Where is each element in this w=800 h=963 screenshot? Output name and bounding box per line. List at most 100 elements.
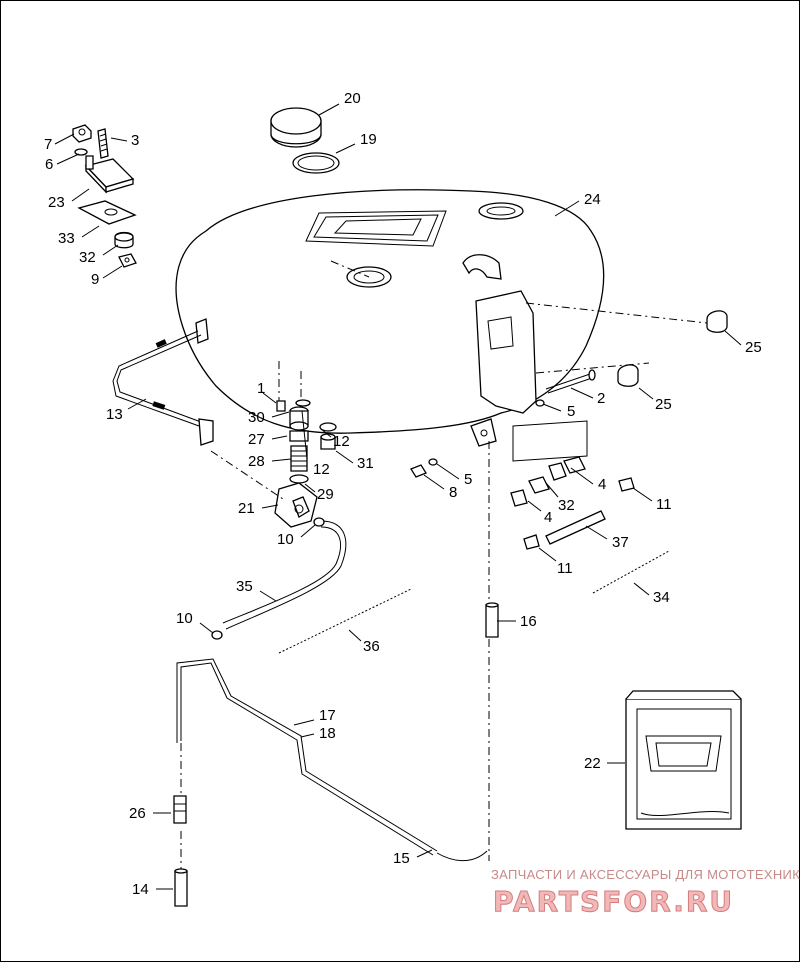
callout-leader-c31 — [335, 450, 354, 464]
callout-leader-c13 — [127, 398, 147, 410]
callout-label-c12b: 12 — [313, 461, 330, 478]
callout-label-c37: 37 — [612, 534, 629, 551]
callout-leader-c5a — [542, 403, 562, 412]
callout-label-c36: 36 — [363, 638, 380, 655]
fitting-26 — [173, 795, 187, 824]
callout-leader-c36 — [348, 629, 362, 642]
fuel-line — [211, 517, 347, 640]
callout-leader-c11b — [538, 547, 557, 562]
callout-leaders — [54, 103, 742, 890]
callout-label-c19: 19 — [360, 131, 377, 148]
callout-label-c5a: 5 — [567, 403, 575, 420]
callout-label-c22: 22 — [584, 755, 601, 772]
callout-leader-c7 — [54, 133, 75, 145]
callout-leader-c33 — [81, 225, 100, 238]
callout-leader-c34 — [633, 582, 650, 596]
callout-leader-c35 — [259, 590, 277, 602]
callout-label-c4a: 4 — [598, 476, 606, 493]
callout-leader-c18 — [300, 733, 315, 738]
callout-label-c10b: 10 — [176, 610, 193, 627]
callout-label-c32b: 32 — [558, 497, 575, 514]
vent-line — [112, 318, 214, 446]
right-hardware — [410, 310, 728, 550]
callout-label-c25b: 25 — [655, 396, 672, 413]
callout-leader-c25a — [724, 330, 742, 346]
callout-leader-c2 — [570, 387, 594, 399]
callout-leader-c5b — [436, 463, 460, 480]
callout-label-c13: 13 — [106, 406, 123, 423]
callout-label-c18: 18 — [319, 725, 336, 742]
spring-sleeve-34 — [592, 550, 670, 594]
callout-leader-c28 — [271, 458, 292, 462]
callout-label-c6: 6 — [45, 156, 53, 173]
callout-label-c20: 20 — [344, 90, 361, 107]
callout-leader-c8 — [423, 474, 445, 490]
filler-cap — [270, 107, 322, 148]
callout-leader-c29 — [304, 483, 316, 493]
callout-label-c32a: 32 — [79, 249, 96, 266]
callout-leader-c37 — [585, 525, 608, 540]
callout-label-c29: 29 — [317, 486, 334, 503]
callout-label-c4b: 4 — [544, 509, 552, 526]
callout-leader-c4a — [570, 467, 594, 485]
callout-leader-c3 — [110, 137, 128, 142]
callout-label-c11a: 11 — [656, 496, 672, 513]
callout-leader-c1 — [262, 392, 277, 404]
callout-label-c3: 3 — [131, 132, 139, 149]
callout-leader-c21 — [261, 504, 279, 509]
fuel-rod — [176, 658, 488, 862]
callout-leader-c23 — [71, 188, 90, 202]
callout-leader-c32a — [102, 244, 119, 256]
callout-label-c12a: 12 — [333, 433, 350, 450]
callout-leader-c32b — [545, 482, 559, 498]
callout-label-c21: 21 — [238, 500, 255, 517]
watermark: ЗАПЧАСТИ И АКСЕССУАРЫ ДЛЯ МОТОТЕХНИКИ PA… — [491, 867, 800, 919]
callout-label-c16: 16 — [520, 613, 537, 630]
fuel-tank — [175, 189, 605, 447]
spring-sleeve-36 — [278, 588, 412, 654]
tube-14 — [174, 868, 188, 907]
callout-leader-c17 — [293, 719, 315, 726]
callout-leader-c20 — [318, 103, 340, 116]
callout-label-c23: 23 — [48, 194, 65, 211]
callout-leader-c9 — [102, 265, 123, 279]
check-valve-16 — [485, 602, 499, 638]
callout-label-c28: 28 — [248, 453, 265, 470]
callout-label-c35: 35 — [236, 578, 253, 595]
callout-label-c24: 24 — [584, 191, 601, 208]
callout-leader-c15 — [416, 849, 433, 858]
callout-label-c14: 14 — [132, 881, 149, 898]
callout-label-c8: 8 — [449, 484, 457, 501]
callout-label-c30: 30 — [248, 409, 265, 426]
callout-leader-c25b — [638, 387, 654, 400]
filler-gasket — [292, 152, 340, 174]
callout-leader-c24 — [554, 200, 580, 217]
callout-leader-c27 — [271, 435, 288, 440]
callout-leader-c4b — [527, 500, 542, 512]
callout-label-c1: 1 — [257, 380, 265, 397]
callout-label-c27: 27 — [248, 431, 265, 448]
callout-label-c10a: 10 — [277, 531, 294, 548]
callout-label-c2: 2 — [597, 390, 605, 407]
callout-leader-c10a — [300, 524, 316, 538]
genuine-parts-box — [625, 690, 742, 830]
callout-leader-c10b — [199, 622, 214, 634]
mounting-bracket-stack — [72, 124, 137, 268]
callout-label-c7: 7 — [44, 136, 52, 153]
leader-guides — [180, 260, 708, 871]
callout-label-c15: 15 — [393, 850, 410, 867]
callout-label-c9: 9 — [91, 271, 99, 288]
callout-leader-c6 — [56, 153, 80, 165]
callout-label-c34: 34 — [653, 589, 670, 606]
callout-labels: 1234455678910101111121213141516171819202… — [44, 90, 762, 898]
callout-label-c17: 17 — [319, 707, 336, 724]
callout-leader-c11a — [632, 487, 653, 502]
callout-label-c33: 33 — [58, 230, 75, 247]
callout-label-c26: 26 — [129, 805, 146, 822]
watermark-tagline: ЗАПЧАСТИ И АКСЕССУАРЫ ДЛЯ МОТОТЕХНИКИ — [491, 867, 800, 882]
callout-leader-c19 — [335, 143, 356, 154]
callout-leader-c12a — [320, 428, 332, 438]
callout-label-c5b: 5 — [464, 471, 472, 488]
